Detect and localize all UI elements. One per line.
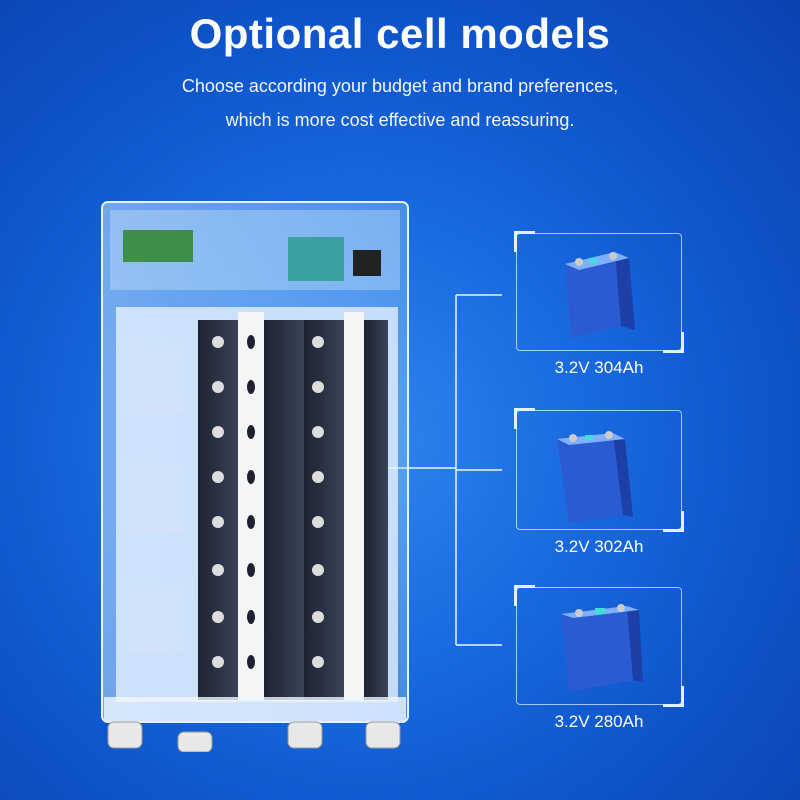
cell-label-280ah: 3.2V 280Ah xyxy=(554,712,644,731)
subtitle-line-2: which is more cost effective and reassur… xyxy=(225,110,575,130)
cell-card-302ah xyxy=(514,408,684,532)
cell-label-302ah: 3.2V 302Ah xyxy=(554,537,644,556)
prismatic-cell-icon xyxy=(561,604,643,692)
page-title: Optional cell models xyxy=(189,10,611,57)
cell-card-304ah xyxy=(514,231,684,353)
cell-label-304ah: 3.2V 304Ah xyxy=(554,358,644,377)
prismatic-cell-icon xyxy=(565,252,635,338)
cell-card-280ah xyxy=(514,585,684,707)
subtitle-line-1: Choose according your budget and brand p… xyxy=(181,76,619,96)
prismatic-cell-icon xyxy=(557,431,633,523)
battery-cabinet-image xyxy=(98,192,418,753)
